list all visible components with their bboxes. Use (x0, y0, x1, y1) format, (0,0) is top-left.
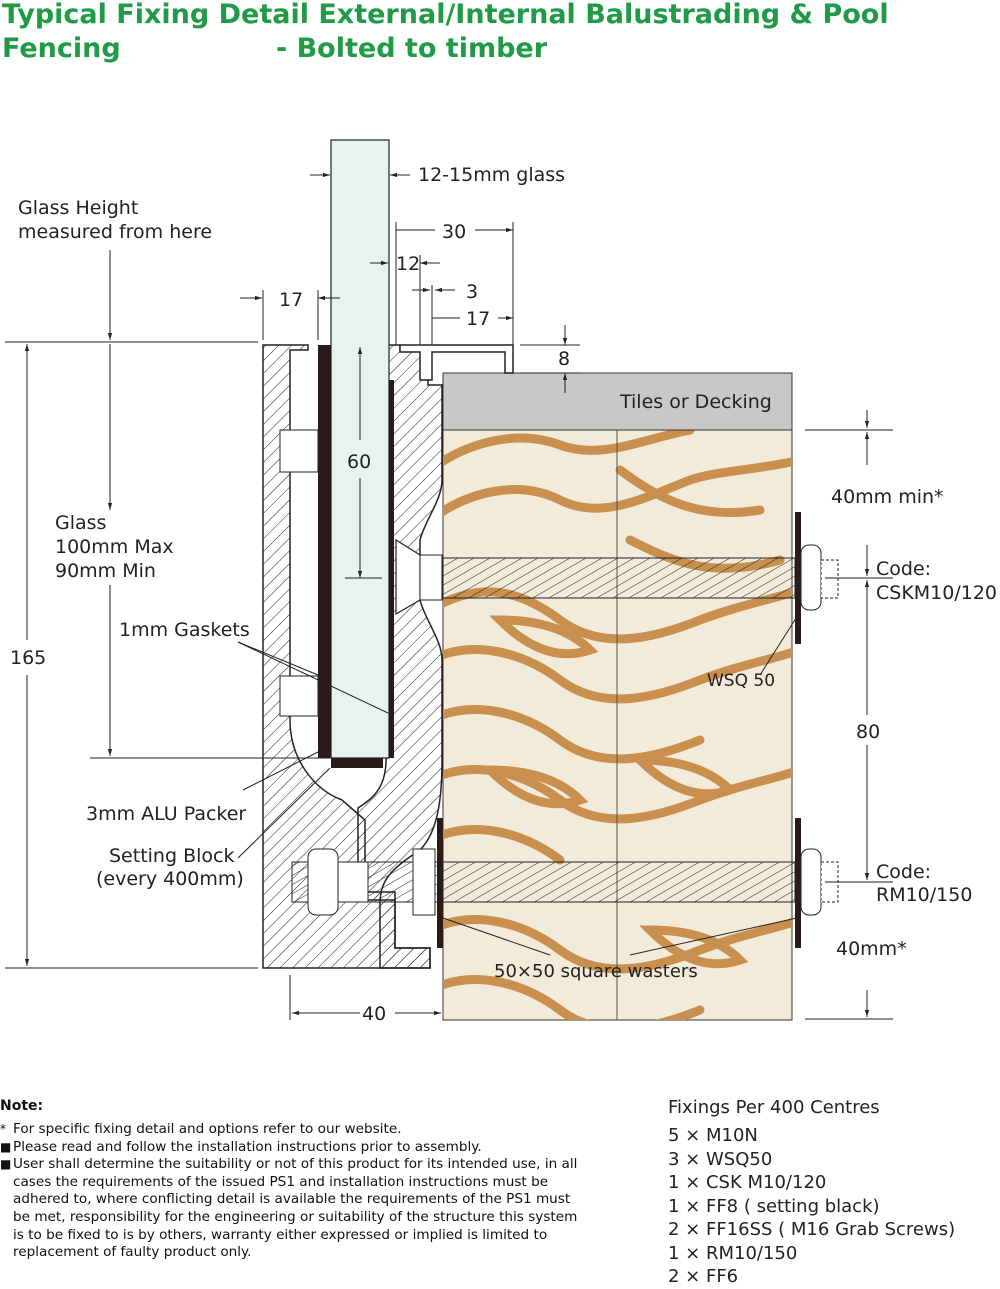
dim-8: 8 (558, 348, 570, 370)
fixing-item: 1 × FF8 ( setting black) (668, 1195, 880, 1217)
glass-height-label-1: Glass Height (18, 197, 138, 219)
setting-block-label-1: Setting Block (109, 845, 234, 867)
code2-label-b: RM10/150 (876, 884, 972, 906)
note-marker: ■ (0, 1139, 12, 1154)
leader-lines (237, 614, 799, 956)
notes-list: * For specific fixing detail and options… (0, 1121, 600, 1262)
note-item: ■ Please read and follow the installatio… (0, 1139, 600, 1157)
countersunk-bolt (395, 512, 839, 644)
wsq-label: WSQ 50 (707, 671, 775, 691)
note-text: Please read and follow the installation … (13, 1138, 482, 1155)
fixing-item: 1 × RM10/150 (668, 1242, 798, 1264)
packer-label: 3mm ALU Packer (86, 803, 246, 825)
note-text: User shall determine the suitability or … (13, 1156, 578, 1261)
dim-60: 60 (347, 451, 371, 473)
gaskets-label: 1mm Gaskets (119, 619, 250, 641)
dimension-lines (5, 172, 893, 1020)
fixings-list: 5 × M10N 3 × WSQ50 1 × CSK M10/120 1 × F… (668, 1124, 955, 1289)
tiles-decking (442, 372, 793, 431)
fixing-item: 1 × CSK M10/120 (668, 1172, 827, 1193)
note-item: ■ User shall determine the suitability o… (0, 1156, 600, 1262)
setting-block (331, 758, 383, 768)
notes-heading: Note: (0, 1098, 44, 1114)
tiles-label: Tiles or Decking (619, 391, 772, 413)
dim-12: 12 (396, 253, 420, 275)
dim-80: 80 (856, 721, 880, 743)
note-item: * For specific fixing detail and options… (0, 1121, 600, 1139)
title-line-1: Typical Fixing Detail External/Internal … (2, 0, 889, 64)
aluminium-channel (262, 344, 514, 969)
setting-block-label-2: (every 400mm) (96, 868, 244, 890)
fixing-detail-drawing: Tiles or Decking (5, 139, 997, 1025)
title-line-2: - Bolted to timber (276, 33, 548, 64)
fixing-item: 3 × WSQ50 (668, 1148, 773, 1170)
fixing-item: 2 × FF16SS ( M16 Grab Screws) (668, 1219, 956, 1240)
glass-depth-label-3: 90mm Min (55, 560, 156, 582)
washers-label: 50×50 square wasters (494, 961, 698, 982)
glass-height-label-2: measured from here (18, 221, 212, 243)
note-marker: ■ (0, 1157, 12, 1172)
code2-label-a: Code: (876, 861, 931, 883)
code1-label-b: CSKM10/120 (876, 582, 997, 604)
dim-17-right: 17 (466, 308, 490, 330)
gasket-right (389, 380, 394, 758)
dim-165: 165 (10, 647, 46, 669)
note-text: For specific fixing detail and options r… (13, 1121, 402, 1137)
glass-depth-label-1: Glass (55, 512, 106, 534)
note-marker: * (0, 1122, 6, 1136)
gasket-left (318, 345, 331, 758)
fixing-item: 5 × M10N (668, 1125, 758, 1146)
glass-panel (330, 139, 390, 759)
through-bolt (291, 818, 839, 948)
fixing-item: 2 × FF6 (668, 1266, 739, 1287)
dim-30: 30 (442, 221, 466, 243)
timber-post (442, 429, 793, 1021)
dim-40: 40 (362, 1003, 386, 1025)
min-40-label: 40mm min* (831, 486, 944, 508)
glass-thickness-label: 12-15mm glass (418, 164, 565, 186)
dim-17-left: 17 (279, 289, 303, 311)
fixings-title: Fixings Per 400 Centres (668, 1097, 880, 1118)
code1-label-a: Code: (876, 558, 931, 580)
glass-depth-label-2: 100mm Max (55, 536, 174, 558)
dim-3: 3 (466, 281, 478, 303)
mm40-label: 40mm* (836, 938, 907, 960)
